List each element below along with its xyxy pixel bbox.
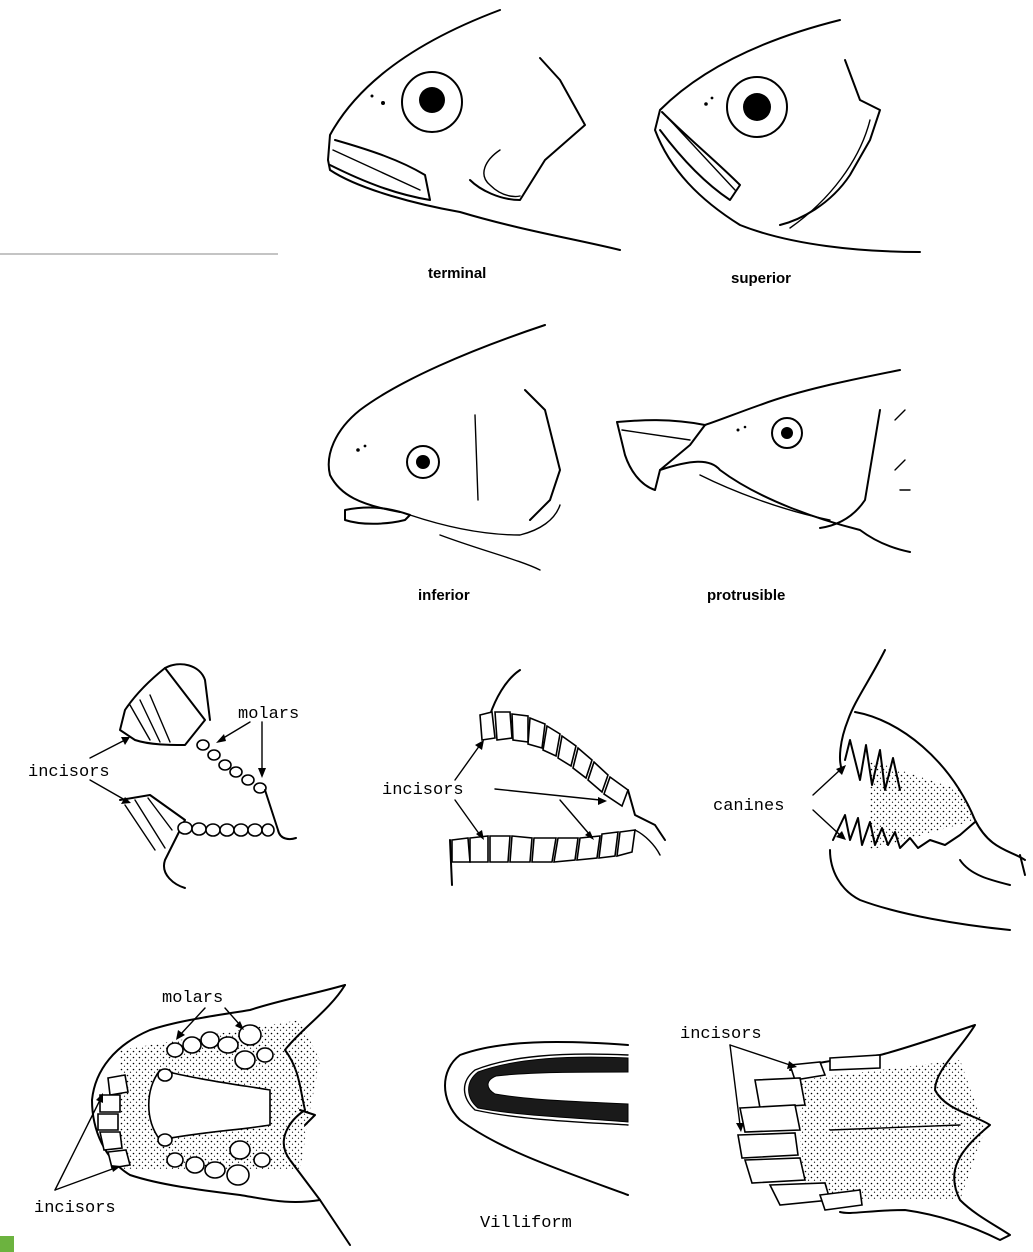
upper-incisor-row [480,712,628,806]
corner-accent [0,1236,14,1252]
upper-molar-row [197,740,266,793]
incisors-label-3: incisors [34,1199,116,1218]
palate-incisors-figure: incisors [680,1025,1010,1240]
terminal-mouth-figure: terminal [328,10,620,282]
lower-molar-row [178,822,274,836]
terminal-label: terminal [428,265,486,282]
jaw-canines-figure: canines [713,650,1025,930]
molars-label-1: molars [238,705,299,724]
protrusible-label: protrusible [707,587,785,604]
jaw-molars-incisors-figure: molars incisors [28,664,299,888]
molars-label-2: molars [162,989,223,1008]
canines-label: canines [713,797,784,816]
palate-molars-incisors-figure: molars incisors [34,985,350,1245]
incisors-label-1: incisors [28,763,110,782]
superior-label: superior [731,270,791,287]
jaw-incisors-figure: incisors [382,670,665,885]
villiform-teeth-band [469,1057,628,1122]
incisors-label-2: incisors [382,781,464,800]
villiform-figure: Villiform [445,1042,628,1233]
inferior-mouth-figure: inferior [329,325,560,604]
inferior-label: inferior [418,587,470,604]
protrusible-mouth-figure: protrusible [617,370,910,604]
incisors-label-4: incisors [680,1025,762,1044]
villiform-label: Villiform [480,1214,572,1233]
superior-mouth-figure: superior [655,20,920,287]
